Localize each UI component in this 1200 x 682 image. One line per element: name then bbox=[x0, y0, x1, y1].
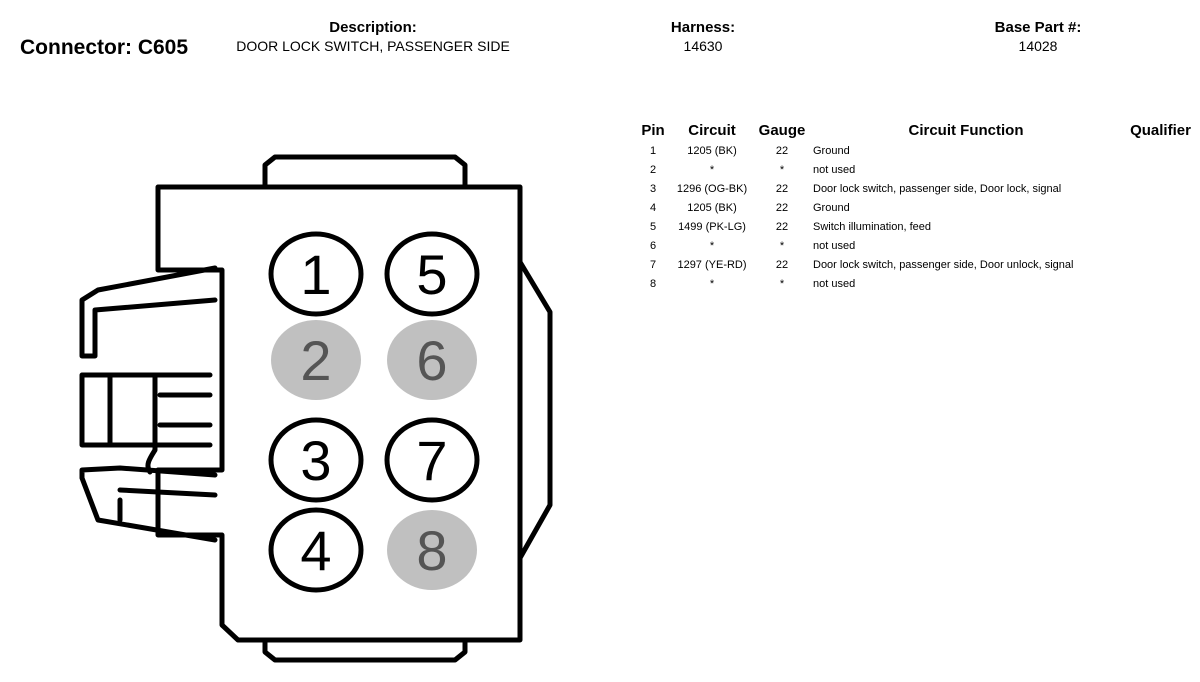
header-qualifier: Qualifier bbox=[1130, 121, 1191, 139]
table-row: 7 1297 (YE-RD) 22 Door lock switch, passeng… bbox=[637, 255, 1198, 274]
description-block: Description: DOOR LOCK SWITCH, PASSENGER… bbox=[232, 19, 514, 54]
circuit-cell: 1296 (OG-BK) bbox=[676, 182, 748, 195]
left-latch-lower bbox=[79, 465, 218, 543]
cavity-1: 1 bbox=[268, 231, 364, 317]
qualifier-cell bbox=[1123, 141, 1198, 160]
table-row: 4 1205 (BK) 22 Ground bbox=[637, 198, 1198, 217]
header-circuit-function: Circuit Function bbox=[908, 121, 1024, 139]
left-latch-upper bbox=[79, 265, 218, 359]
harness-block: Harness: 14630 bbox=[648, 19, 758, 54]
cavity-used bbox=[268, 417, 364, 503]
cavity-7: 7 bbox=[384, 417, 480, 503]
cavity-number: 5 bbox=[416, 243, 447, 306]
cavity-number: 2 bbox=[300, 329, 331, 392]
description-label: Description: bbox=[329, 19, 417, 36]
cavity-6: 6 bbox=[387, 320, 477, 400]
qualifier-cell bbox=[1123, 274, 1198, 293]
connector-title: Connector: C605 bbox=[20, 36, 189, 59]
gauge-cell: * bbox=[779, 163, 785, 176]
cavity-3: 3 bbox=[268, 417, 364, 503]
qualifier-cell bbox=[1123, 255, 1198, 274]
pin-cell: 8 bbox=[649, 277, 657, 290]
table-row: 5 1499 (PK-LG) 22 Switch illumination, feed bbox=[637, 217, 1198, 236]
function-cell: Switch illumination, feed bbox=[813, 220, 932, 233]
circuit-cell: * bbox=[709, 239, 715, 252]
cavity-used bbox=[384, 417, 480, 503]
gauge-cell: 22 bbox=[775, 220, 789, 233]
function-cell: Door lock switch, passenger side, Door l… bbox=[813, 182, 1062, 195]
cavity-number: 7 bbox=[416, 429, 447, 492]
cavity-unused bbox=[387, 320, 477, 400]
bottom-tab bbox=[262, 637, 468, 663]
cavity-5: 5 bbox=[384, 231, 480, 317]
base-part-label: Base Part #: bbox=[994, 19, 1082, 36]
circuit-cell: 1205 (BK) bbox=[687, 201, 737, 214]
description-value: DOOR LOCK SWITCH, PASSENGER SIDE bbox=[236, 38, 510, 54]
gauge-cell: 22 bbox=[775, 258, 789, 271]
table-row: 2 * * not used bbox=[637, 160, 1198, 179]
header-gauge: Gauge bbox=[758, 121, 806, 139]
base-part-value: 14028 bbox=[1018, 38, 1058, 54]
circuit-cell: * bbox=[709, 163, 715, 176]
pinout-table: Pin Circuit Gauge Circuit Function Quali… bbox=[637, 119, 1198, 293]
cavity-unused bbox=[271, 320, 361, 400]
cavity-used bbox=[268, 507, 364, 593]
header-circuit: Circuit bbox=[688, 121, 736, 139]
function-cell: not used bbox=[813, 163, 856, 176]
circuit-cell: 1205 (BK) bbox=[687, 144, 737, 157]
harness-value: 14630 bbox=[683, 38, 723, 54]
table-row: 8 * * not used bbox=[637, 274, 1198, 293]
function-cell: Door lock switch, passenger side, Door u… bbox=[813, 258, 1074, 271]
cavity-number: 8 bbox=[416, 519, 447, 582]
cavity-unused bbox=[387, 510, 477, 590]
pin-cell: 1 bbox=[649, 144, 657, 157]
base-part-block: Base Part #: 14028 bbox=[958, 19, 1118, 54]
function-cell: not used bbox=[813, 277, 856, 290]
circuit-cell: 1297 (YE-RD) bbox=[677, 258, 747, 271]
gauge-cell: 22 bbox=[775, 182, 789, 195]
cavity-number: 6 bbox=[416, 329, 447, 392]
gauge-cell: * bbox=[779, 239, 785, 252]
cavity-number: 4 bbox=[300, 519, 331, 582]
table-row: 3 1296 (OG-BK) 22 Door lock switch, passeng… bbox=[637, 179, 1198, 198]
pin-cell: 6 bbox=[649, 239, 657, 252]
top-tab bbox=[262, 154, 468, 190]
table-row: 6 * * not used bbox=[637, 236, 1198, 255]
gauge-cell: 22 bbox=[775, 144, 789, 157]
pin-cell: 4 bbox=[649, 201, 657, 214]
qualifier-cell bbox=[1123, 198, 1198, 217]
cavity-4: 4 bbox=[268, 507, 364, 593]
cavity-8: 8 bbox=[387, 510, 477, 590]
cavity-number: 3 bbox=[300, 429, 331, 492]
connector-housing bbox=[79, 154, 553, 663]
qualifier-cell bbox=[1123, 179, 1198, 198]
circuit-cell: 1499 (PK-LG) bbox=[678, 220, 746, 233]
circuit-cell: * bbox=[709, 277, 715, 290]
qualifier-cell bbox=[1123, 217, 1198, 236]
qualifier-cell bbox=[1123, 236, 1198, 255]
cavity-used bbox=[384, 231, 480, 317]
function-cell: Ground bbox=[813, 144, 850, 157]
left-latch-middle bbox=[79, 372, 213, 475]
harness-label: Harness: bbox=[670, 19, 736, 36]
connector-diagram: 1 5 2 6 3 7 4 8 bbox=[79, 154, 553, 663]
gauge-cell: 22 bbox=[775, 201, 789, 214]
pin-cell: 5 bbox=[649, 220, 657, 233]
qualifier-cell bbox=[1123, 160, 1198, 179]
pin-cell: 7 bbox=[649, 258, 657, 271]
header-pin: Pin bbox=[641, 121, 665, 139]
cavity-grid: 1 5 2 6 3 7 4 8 bbox=[268, 231, 480, 593]
cavity-number: 1 bbox=[300, 243, 331, 306]
function-cell: Ground bbox=[813, 201, 850, 214]
function-cell: not used bbox=[813, 239, 856, 252]
pin-cell: 3 bbox=[649, 182, 657, 195]
cavity-2: 2 bbox=[271, 320, 361, 400]
table-row: 1 1205 (BK) 22 Ground bbox=[637, 141, 1198, 160]
cavity-used bbox=[268, 231, 364, 317]
pin-cell: 2 bbox=[649, 163, 657, 176]
gauge-cell: * bbox=[779, 277, 785, 290]
right-latch bbox=[517, 259, 553, 561]
pinout-header-row: Pin Circuit Gauge Circuit Function Quali… bbox=[637, 119, 1198, 141]
